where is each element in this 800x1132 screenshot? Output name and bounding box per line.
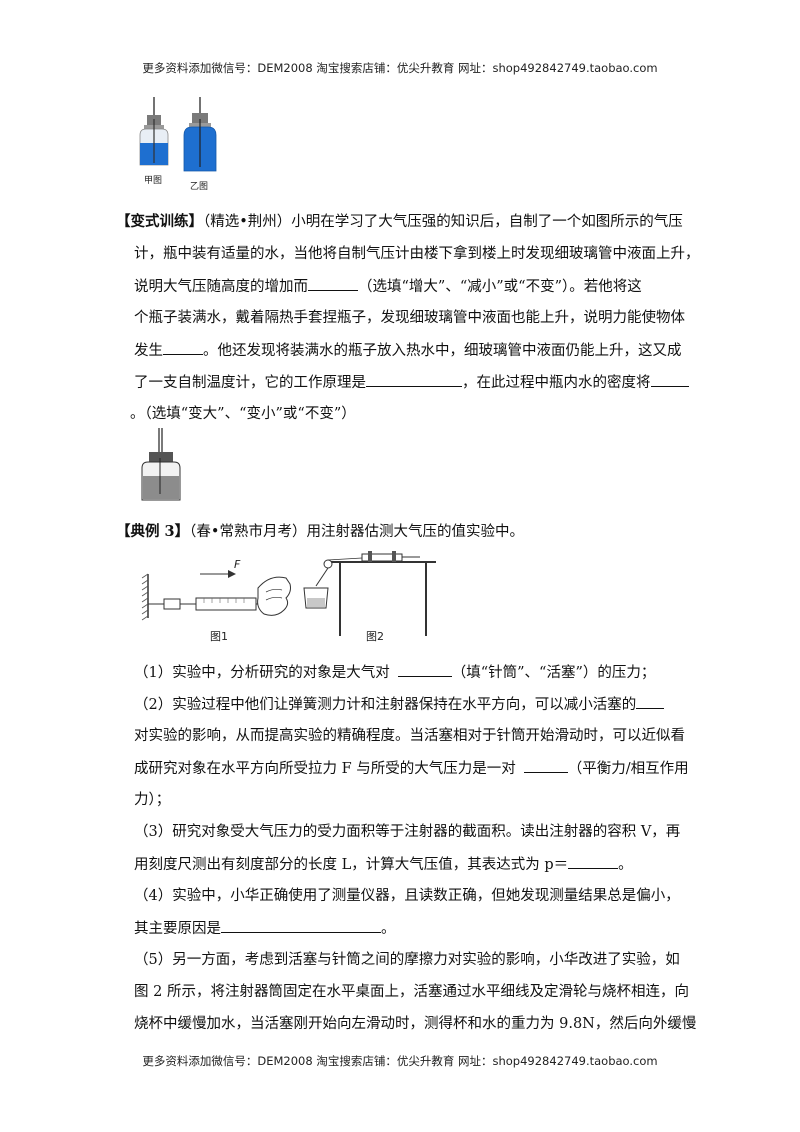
q5-line-b: 图 2 所示，将注射器筒固定在水平桌面上，活塞通过水平细线及定滑轮与烧杯相连，向: [134, 984, 689, 1000]
variant-text-3a: 说明大气压随高度的增加而: [134, 279, 308, 295]
q3-line-a: （3）研究对象受大气压力的受力面积等于注射器的截面积。读出注射器的容积 V，再: [134, 824, 681, 840]
syringe-figure: 图1 图2 F: [140, 548, 440, 644]
variant-line-7: 。（选填“变大”、“变小”或“不变”）: [130, 406, 356, 422]
variant-text-5b: 。他还发现将装满水的瓶子放入热水中，细玻璃管中液面仍能上升，这又成: [203, 343, 682, 359]
q1-line: （1）实验中，分析研究的对象是大气对 （填“针筒”、“活塞”）的压力；: [134, 662, 655, 683]
variant-text-1: （精选•荆州）小明在学习了大气压强的知识后，自制了一个如图所示的气压: [203, 214, 683, 230]
variant-text-6b: ，在此过程中瓶内水的密度将: [462, 375, 651, 391]
q5-line-a: （5）另一方面，考虑到活塞与针筒之间的摩擦力对实验的影响，小华改进了实验，如: [134, 952, 680, 968]
answer-blank-9: [221, 918, 381, 933]
q1-text-a: （1）实验中，分析研究的对象是大气对: [134, 665, 390, 681]
answer-blank-3: [366, 372, 462, 387]
q2-line-b: 对实验的影响，从而提高实验的精确程度。当活塞相对于针筒开始滑动时，可以近似看: [134, 728, 685, 744]
q4-text-b: 其主要原因是: [134, 921, 221, 937]
q5-line-c: 烧杯中缓慢加水，当活塞刚开始向左滑动时，测得杯和水的重力为 9.8N，然后向外缓…: [134, 1016, 697, 1032]
answer-blank-6: [636, 694, 665, 709]
answer-blank-2: [163, 340, 203, 355]
q4-text-c: 。: [381, 921, 396, 937]
q3-line-b: 用刻度尺测出有刻度部分的长度 L，计算大气压值，其表达式为 p＝ 。: [134, 854, 633, 875]
variant-line-4: 个瓶子装满水，戴着隔热手套捏瓶子，发现细玻璃管中液面也能上升，说明力能使物体: [134, 310, 685, 326]
force-label: F: [234, 558, 241, 571]
answer-blank-1: [308, 276, 358, 291]
variant-tag: 【变式训练】: [116, 213, 203, 230]
example-title: （春•常熟市月考）用注射器估测大气压的值实验中。: [189, 524, 524, 540]
variant-line-2: 计，瓶中装有适量的水，当他将自制气压计由楼下拿到楼上时发现细玻璃管中液面上升，: [134, 246, 700, 262]
variant-text-6a: 了一支自制温度计，它的工作原理是: [134, 375, 366, 391]
bottle-figure: 甲图 乙图: [132, 95, 232, 193]
grey-bottle-figure: [138, 428, 184, 504]
q2-text-c: 成研究对象在水平方向所受拉力 F 与所受的大气压力是一对: [134, 761, 516, 777]
example-title-line: 【典例 3】（春•常熟市月考）用注射器估测大气压的值实验中。: [116, 522, 524, 542]
q1-text-b: （填“针筒”、“活塞”）的压力；: [451, 665, 656, 681]
page-header: 更多资料添加微信号：DEM2008 淘宝搜索店铺：优尖升教育 网址：shop49…: [142, 61, 658, 75]
variant-text-3b: （选填“增大”、“减小”或“不变”）。若他将这: [358, 279, 642, 295]
q2-text-a: （2）实验过程中他们让弹簧测力计和注射器保持在水平方向，可以减小活塞的: [134, 697, 637, 713]
q4-line-b: 其主要原因是 。: [134, 918, 396, 939]
q2-text-d: （平衡力/相互作用: [567, 761, 689, 777]
figure-caption-a: 甲图: [144, 176, 163, 186]
answer-blank-7: [523, 758, 568, 773]
q4-line-a: （4）实验中，小华正确使用了测量仪器，且读数正确，但她发现测量结果总是偏小，: [134, 888, 680, 904]
q2-line-e: 力）；: [134, 792, 171, 808]
variant-text-5a: 发生: [134, 343, 163, 359]
figure-caption-b: 乙图: [190, 182, 209, 192]
variant-line-5: 发生 。他还发现将装满水的瓶子放入热水中，细玻璃管中液面仍能上升，这又成: [134, 340, 682, 361]
q2-line-c: 成研究对象在水平方向所受拉力 F 与所受的大气压力是一对 （平衡力/相互作用: [134, 758, 689, 779]
answer-blank-5: [397, 662, 452, 677]
page-footer: 更多资料添加微信号：DEM2008 淘宝搜索店铺：优尖升教育 网址：shop49…: [142, 1054, 658, 1068]
q3-text-b: 用刻度尺测出有刻度部分的长度 L，计算大气压值，其表达式为 p＝: [134, 857, 569, 873]
figure-label-2: 图2: [366, 630, 384, 643]
figure-label-1: 图1: [210, 630, 228, 643]
answer-blank-4: [650, 372, 689, 387]
variant-line-6: 了一支自制温度计，它的工作原理是 ，在此过程中瓶内水的密度将: [134, 372, 689, 393]
variant-line-1: 【变式训练】（精选•荆州）小明在学习了大气压强的知识后，自制了一个如图所示的气压: [116, 212, 683, 232]
q3-text-c: 。: [618, 857, 633, 873]
example-tag: 【典例 3】: [116, 523, 190, 540]
variant-line-3: 说明大气压随高度的增加而 （选填“增大”、“减小”或“不变”）。若他将这: [134, 276, 642, 297]
answer-blank-8: [568, 854, 619, 869]
q2-line-a: （2）实验过程中他们让弹簧测力计和注射器保持在水平方向，可以减小活塞的: [134, 694, 665, 715]
